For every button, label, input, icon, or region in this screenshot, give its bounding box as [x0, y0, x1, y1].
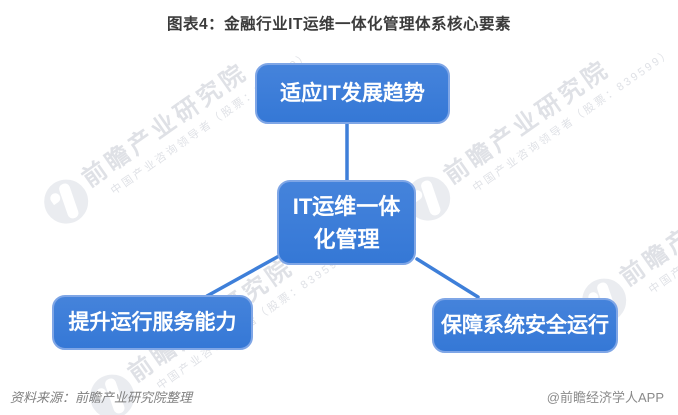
app-credit: @前瞻经济学人APP	[546, 390, 664, 405]
connector-center-bottom-left	[205, 254, 281, 298]
figure-title: 图表4：金融行业IT运维一体化管理体系核心要素	[167, 16, 511, 33]
node-improve-operation-service: 提升运行服务能力	[52, 295, 253, 350]
source-note: 资料来源：前瞻产业研究院整理	[10, 390, 193, 405]
node-it-ops-integrated-management: IT运维一体化管理	[277, 180, 416, 265]
node-adapt-it-trends: 适应IT发展趋势	[255, 63, 450, 124]
node-ensure-system-security: 保障系统安全运行	[432, 298, 618, 353]
connector-center-bottom-right	[415, 257, 480, 299]
